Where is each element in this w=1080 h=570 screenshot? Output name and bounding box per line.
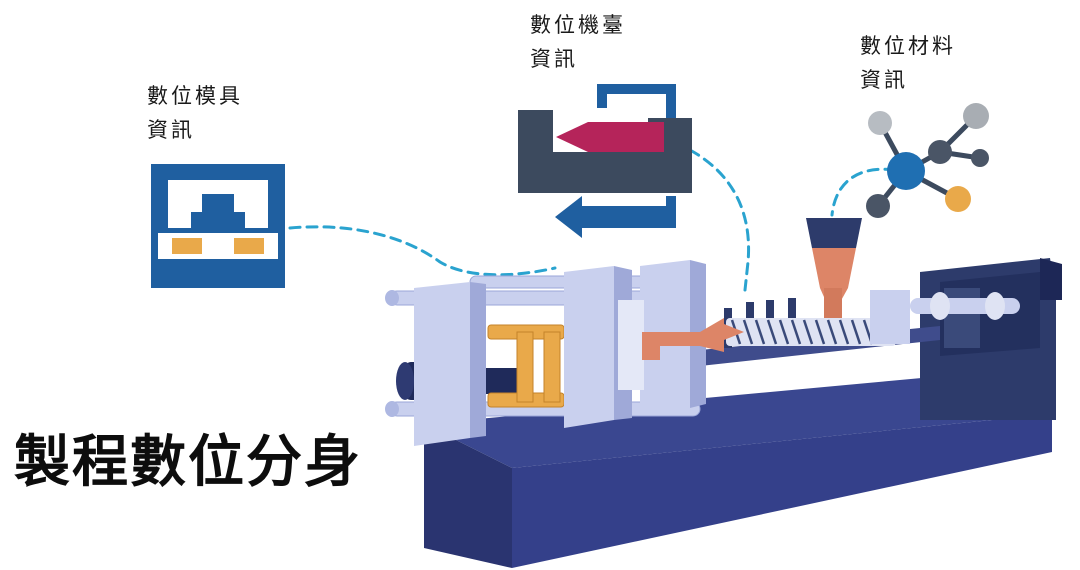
machine-icon: [518, 84, 692, 238]
machine-info-label: 數位機臺 資訊: [530, 8, 626, 76]
connector-lines: [288, 148, 897, 292]
connector-material: [830, 167, 897, 217]
material-info-label: 數位材料 資訊: [860, 29, 956, 97]
mold-info-label-line2: 資訊: [147, 118, 195, 142]
mold-cavity: [487, 324, 565, 408]
diagram-title: 製程數位分身: [14, 429, 362, 495]
material-info-label-line2: 資訊: [860, 68, 908, 92]
machine-info-label-line1: 數位機臺: [530, 13, 626, 37]
connector-machine: [688, 148, 751, 292]
machine-info-label-line2: 資訊: [530, 47, 578, 71]
material-info-label-line1: 數位材料: [860, 34, 956, 58]
injection-molding-machine: [385, 218, 1062, 568]
mold-info-label: 數位模具 資訊: [147, 79, 243, 147]
mold-info-label-line1: 數位模具: [147, 84, 243, 108]
material-molecule-icon: [866, 103, 989, 218]
connector-mold: [288, 225, 557, 277]
mold-icon: [151, 164, 285, 288]
